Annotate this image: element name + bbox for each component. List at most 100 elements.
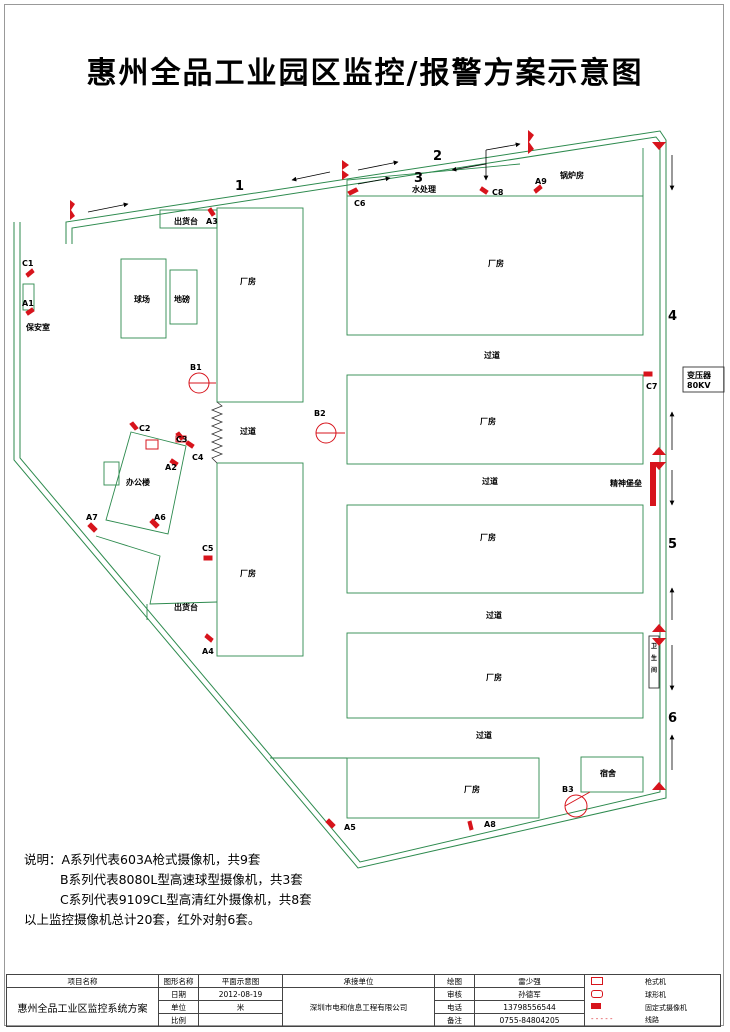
tb-project-h: 项目名称 — [6, 974, 159, 988]
cam-A2: A2 — [165, 463, 177, 472]
cam-B1: B1 — [190, 363, 202, 372]
cam-A7: A7 — [86, 513, 98, 522]
zone-1: 1 — [235, 179, 244, 194]
label-shuichuli: 水处理 — [411, 184, 436, 194]
legend-fixed: 固定式摄像机 — [645, 1004, 687, 1012]
label-dibang: 地磅 — [174, 294, 190, 304]
cam-C4: C4 — [192, 453, 204, 462]
cam-A4: A4 — [202, 647, 214, 656]
label-jingshenbaolei: 精神堡垒 — [610, 478, 642, 488]
cam-C2: C2 — [139, 424, 150, 433]
tb-scale — [198, 1013, 283, 1027]
cam-C8: C8 — [492, 188, 504, 197]
tb-contractor-h: 承接单位 — [282, 974, 435, 988]
factory-6 — [346, 632, 644, 719]
tb-review: 孙德军 — [474, 987, 585, 1001]
cam-B3: B3 — [562, 785, 574, 794]
cam-A5: A5 — [344, 823, 356, 832]
tb-phone: 13798556544 — [474, 1000, 585, 1014]
cam-B2: B2 — [314, 409, 326, 418]
shipping-dock-bottom-wall — [95, 535, 218, 605]
factory-3 — [346, 195, 644, 336]
cam-A6: A6 — [154, 513, 166, 522]
label-bangonglou: 办公楼 — [126, 477, 150, 487]
dormitory — [580, 756, 644, 793]
cam-C6: C6 — [354, 199, 366, 208]
camera-markers — [25, 184, 653, 831]
cam-C1: C1 — [22, 259, 34, 268]
zone-4: 4 — [668, 309, 677, 324]
buildings — [22, 148, 725, 819]
notes: 说明：A系列代表603A枪式摄像机，共9套 B系列代表8080L型高速球型摄像机… — [24, 850, 312, 930]
toilet-label: 卫生间 — [651, 643, 657, 674]
label-factory-5: 厂房 — [480, 532, 496, 542]
cam-A1: A1 — [22, 299, 34, 308]
tb-date: 2012-08-19 — [198, 987, 283, 1001]
zone-6: 6 — [668, 711, 677, 726]
tb-date-h: 日期 — [158, 987, 199, 1001]
toilet — [648, 635, 660, 689]
label-guodao-1: 过道 — [240, 426, 256, 436]
cam-C3: C3 — [176, 435, 187, 444]
office-building — [105, 431, 187, 535]
zone-numbers: 1 2 3 4 5 6 — [235, 149, 677, 726]
tb-project: 惠州全品工业区监控系统方案 — [6, 987, 159, 1027]
dome-cameras — [188, 372, 591, 818]
label-weishengjian-1: 卫生间 — [651, 643, 657, 674]
tb-remark-h: 备注 — [434, 1013, 475, 1027]
zigzag-gate — [210, 401, 224, 464]
factory-5 — [346, 504, 644, 594]
zone-2: 2 — [433, 149, 442, 164]
legend-gun: 枪式机 — [645, 978, 666, 986]
label-qiuchang: 球场 — [134, 294, 150, 304]
tb-legend-cell: 枪式机 球形机 固定式摄像机 - - - - - 线路 — [584, 974, 721, 1027]
cam-A8: A8 — [484, 820, 496, 829]
note-line-3: C系列代表9109CL型高清红外摄像机，共8套 — [60, 892, 312, 907]
transformer — [682, 366, 725, 393]
tb-drawn-h: 绘图 — [434, 974, 475, 988]
zone-5: 5 — [668, 537, 677, 552]
factory-1 — [216, 207, 304, 403]
tb-drawing: 平面示意图 — [198, 974, 283, 988]
label-factory-4: 厂房 — [480, 416, 496, 426]
tb-scale-h: 比例 — [158, 1013, 199, 1027]
note-line-2: B系列代表8080L型高速球型摄像机，共3套 — [60, 872, 303, 887]
factory-2 — [216, 462, 304, 657]
label-guodao-2: 过道 — [484, 350, 500, 360]
note-line-4: 以上监控摄像机总计20套，红外对射6套。 — [24, 912, 261, 927]
ball-court — [120, 258, 167, 339]
tb-unit: 米 — [198, 1000, 283, 1014]
label-guodao-4: 过道 — [486, 610, 502, 620]
cam-C5: C5 — [202, 544, 214, 553]
legend-dome: 球形机 — [645, 991, 666, 999]
weighbridge — [169, 269, 198, 325]
label-factory-3: 厂房 — [488, 258, 504, 268]
label-factory-7: 厂房 — [464, 784, 480, 794]
label-factory-2: 厂房 — [240, 568, 256, 578]
label-chuhuotai-top: 出货台 — [174, 216, 198, 226]
label-factory-1: 厂房 — [240, 276, 256, 286]
label-chuhuotai-bottom: 出货台 — [174, 602, 198, 612]
cam-A3: A3 — [206, 217, 218, 226]
label-guodao-3: 过道 — [482, 476, 498, 486]
tb-drawing-h: 图形名称 — [158, 974, 199, 988]
tb-review-h: 审核 — [434, 987, 475, 1001]
tb-contractor: 深圳市电和信息工程有限公司 — [282, 987, 435, 1027]
camera-ids: C1 A1 A3 B1 B2 C2 C3 C4 A2 A6 A7 C5 A4 C… — [22, 177, 657, 832]
factory-4 — [346, 374, 644, 465]
label-sushe: 宿舍 — [600, 768, 617, 778]
infrared-beam-arrows — [87, 142, 675, 770]
cam-C7: C7 — [646, 382, 657, 391]
tb-unit-h: 单位 — [158, 1000, 199, 1014]
label-guolufang: 锅炉房 — [559, 170, 584, 180]
zone-3: 3 — [414, 171, 423, 186]
plan-labels: 出货台 球场 地磅 保安室 办公楼 厂房 过道 厂房 出货台 厂房 过道 厂房 … — [25, 170, 712, 794]
label-factory-6: 厂房 — [486, 672, 502, 682]
label-baoanshi: 保安室 — [25, 322, 50, 332]
cam-A9: A9 — [535, 177, 547, 186]
title-block: 项目名称 图形名称 平面示意图 承接单位 绘图 雷少强 枪式机 球形机 固定式摄… — [6, 974, 721, 1027]
office-annex — [103, 461, 120, 486]
page-title: 惠州全品工业园区监控/报警方案示意图 — [86, 56, 644, 91]
